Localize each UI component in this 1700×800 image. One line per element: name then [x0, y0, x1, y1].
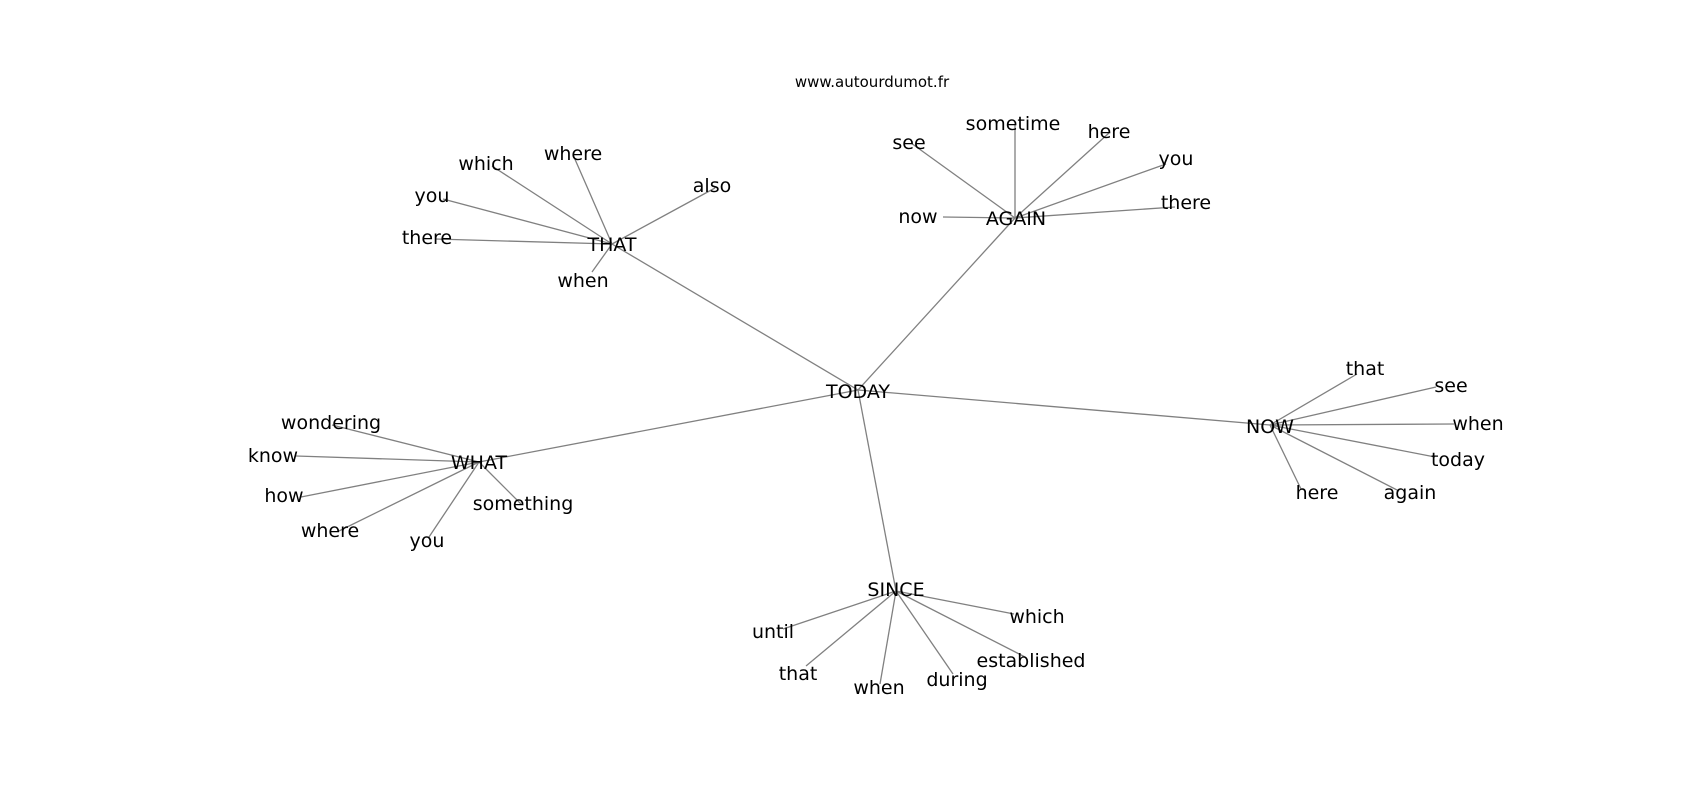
edge-what-to-you [428, 461, 480, 538]
edge-root-to-that [611, 243, 859, 391]
edge-that-to-which [491, 165, 613, 245]
hub-node-now: NOW [1246, 416, 1294, 438]
edge-again-to-you [1014, 163, 1167, 219]
leaf-node-that-there: there [402, 227, 452, 249]
edge-root-to-now [857, 389, 1271, 426]
edge-since-to-until [782, 590, 897, 630]
edge-again-to-there [1014, 206, 1176, 219]
edges-layer [295, 125, 1455, 685]
watermark-text: www.autourdumot.fr [795, 73, 950, 91]
leaf-node-since-when: when [853, 677, 904, 699]
edge-again-to-see [910, 142, 1016, 219]
edge-now-to-when [1269, 423, 1455, 426]
edge-since-to-when [879, 590, 897, 685]
leaf-node-what-wondering: wondering [281, 412, 381, 434]
edge-since-to-during [895, 590, 954, 675]
edge-what-to-wondering [331, 424, 480, 463]
leaf-node-again-here: here [1088, 121, 1131, 143]
leaf-node-now-see: see [1434, 375, 1467, 397]
leaf-node-since-which: which [1009, 606, 1064, 628]
hub-node-what: WHAT [451, 452, 508, 474]
edge-what-to-something [478, 461, 522, 505]
edge-now-to-that [1269, 373, 1358, 426]
edge-that-to-you [442, 198, 613, 245]
edge-that-to-there [434, 238, 613, 245]
edge-what-to-know [295, 455, 480, 463]
leaf-node-again-there: there [1161, 192, 1211, 214]
edge-again-to-here [1014, 132, 1110, 219]
edge-since-to-established [895, 590, 1026, 658]
leaf-node-what-know: know [248, 445, 298, 467]
leaf-node-what-where: where [301, 520, 359, 542]
leaf-node-now-here: here [1296, 482, 1339, 504]
leaf-node-since-that: that [779, 663, 818, 685]
leaf-node-again-sometime: sometime [966, 113, 1061, 135]
edge-now-to-again [1269, 424, 1400, 492]
leaf-node-that-also: also [693, 175, 731, 197]
leaf-node-that-where: where [544, 143, 602, 165]
edge-since-to-that [805, 590, 897, 667]
edge-now-to-here [1269, 424, 1302, 490]
leaf-node-that-which: which [458, 153, 513, 175]
leaf-node-what-how: how [264, 485, 303, 507]
edge-since-to-which [895, 590, 1015, 615]
leaf-node-now-today: today [1431, 449, 1485, 471]
edge-now-to-see [1269, 386, 1437, 426]
root-node-label: TODAY [825, 381, 890, 403]
leaf-node-since-until: until [752, 621, 794, 643]
edge-root-to-since [857, 389, 897, 592]
edge-that-to-when [591, 243, 613, 273]
leaf-node-since-during: during [926, 669, 987, 691]
leaf-node-that-when: when [557, 270, 608, 292]
leaf-node-again-now: now [898, 206, 937, 228]
leaf-node-now-when: when [1452, 413, 1503, 435]
edge-again-to-now [942, 216, 1016, 219]
hub-node-again: AGAIN [986, 208, 1046, 230]
leaf-node-what-you: you [410, 530, 445, 552]
leaf-node-what-something: something [473, 493, 574, 515]
edge-that-to-where [573, 156, 613, 245]
leaf-node-now-that: that [1346, 358, 1385, 380]
leaf-node-that-you: you [415, 185, 450, 207]
edge-that-to-also [611, 187, 716, 245]
leaf-node-again-see: see [892, 132, 925, 154]
leaf-node-since-established: established [977, 650, 1086, 672]
edge-root-to-again [857, 217, 1016, 391]
edge-what-to-how [300, 461, 480, 498]
labels-layer: TODAY THAT which where also you there when AGAIN… [248, 113, 1504, 699]
leaf-node-now-again: again [1384, 482, 1437, 504]
hub-node-that: THAT [586, 234, 636, 256]
edge-what-to-where [338, 461, 480, 532]
leaf-node-again-you: you [1159, 148, 1194, 170]
edge-now-to-today [1269, 424, 1436, 458]
hub-node-since: SINCE [867, 579, 924, 601]
edge-root-to-what [478, 389, 859, 463]
